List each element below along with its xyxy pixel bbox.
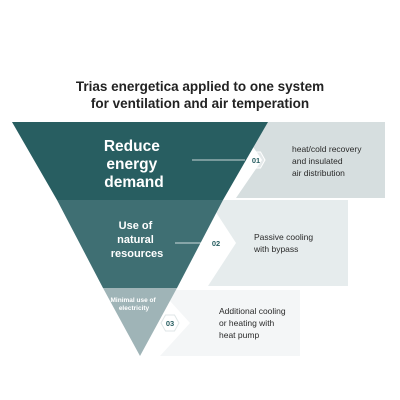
description-line: Passive cooling [254, 232, 313, 242]
description-line: heat/cold recovery [292, 144, 362, 154]
title-line-2: for ventilation and air temperation [90, 96, 310, 111]
number-badge-3: 03 [160, 314, 180, 332]
level-1-label-line: Reduce [104, 138, 160, 155]
level-2-label: Use of natural resources [111, 220, 164, 260]
pyramid-level-2 [57, 200, 223, 288]
level-2-description: Passive cooling with bypass [253, 232, 315, 254]
level-1-label: Reduce energy demand [104, 138, 164, 191]
badge-number: 02 [212, 239, 220, 248]
description-line: with bypass [253, 244, 298, 254]
panel-level-2 [208, 200, 348, 286]
description-line: or heating with [219, 318, 275, 328]
badge-hexagon [160, 314, 180, 332]
panel-level-1 [236, 122, 385, 198]
description-line: heat pump [219, 330, 259, 340]
panel-level-3 [160, 290, 300, 356]
badge-hexagon [246, 151, 266, 169]
level-2-label-line: resources [111, 248, 164, 260]
title-line-1: Trias energetica applied to one system [75, 79, 325, 94]
number-badge-2: 02 [206, 234, 226, 252]
pyramid-level-3 [103, 288, 177, 356]
badge-number: 03 [166, 319, 174, 328]
level-1-label-line: energy [106, 156, 157, 173]
level-1-description: heat/cold recovery and insulated air dis… [292, 144, 364, 178]
description-line: Additional cooling [219, 306, 286, 316]
level-3-description: Additional cooling or heating with heat … [219, 306, 288, 340]
badge-number: 01 [252, 156, 260, 165]
number-badge-1: 01 [246, 151, 266, 169]
level-1-label-line: demand [104, 174, 163, 191]
badge-hexagon [206, 234, 226, 252]
level-3-label-line: Minimal use of [111, 297, 157, 304]
level-2-label-line: natural [117, 234, 154, 246]
description-line: air distribution [292, 168, 345, 178]
description-line: and insulated [292, 156, 343, 166]
level-2-label-line: Use of [119, 220, 153, 232]
level-3-label-line: electricity [119, 305, 150, 312]
diagram-title: Trias energetica applied to one system f… [0, 78, 400, 112]
pyramid-level-1 [12, 122, 268, 200]
level-3-label: Minimal use of electricity [111, 297, 158, 312]
